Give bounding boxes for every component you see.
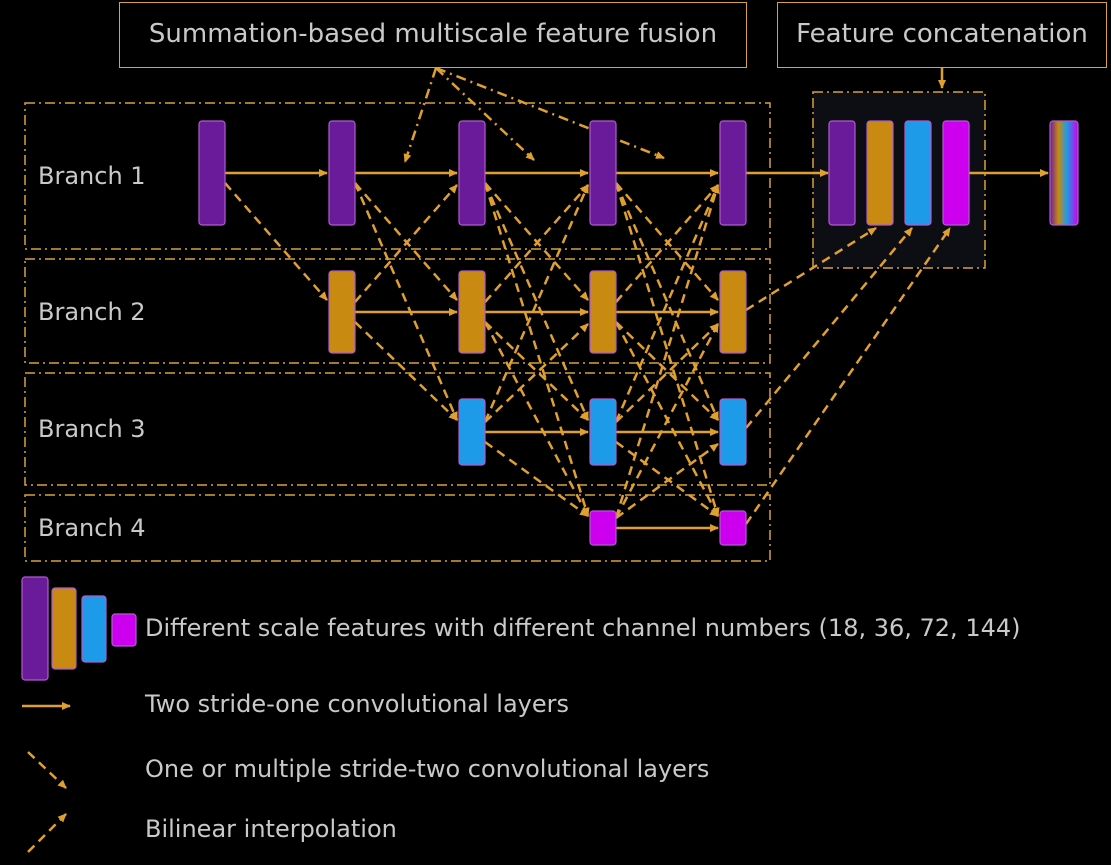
legend-stride-one-text: Two stride-one convolutional layers — [145, 690, 570, 718]
feature-node-branch-1 — [198, 120, 226, 226]
concat-feature-3 — [904, 120, 932, 226]
legend-feature-swatch-4 — [111, 613, 137, 647]
fusion-pointer-arrow — [435, 66, 665, 160]
bilinear-arrow — [614, 184, 720, 423]
feature-node-branch-2 — [328, 270, 356, 354]
stride-two-arrow — [615, 182, 719, 301]
legend-feature-swatch-3 — [81, 595, 107, 663]
fusion-title: Summation-based multiscale feature fusio… — [119, 2, 747, 68]
legend-features-text: Different scale features with different … — [145, 614, 1021, 642]
legend-feature-swatch-2 — [51, 587, 77, 670]
legend-bilinear-arrow — [27, 813, 67, 853]
feature-node-branch-4 — [719, 510, 747, 546]
feature-node-branch-2 — [589, 270, 617, 354]
branch-4-region — [24, 494, 771, 562]
bilinear-arrow — [483, 184, 590, 423]
stride-two-arrow — [483, 321, 590, 517]
bilinear-arrow — [615, 442, 719, 520]
stride-two-arrow — [353, 182, 459, 421]
legend-stride-two-text: One or multiple stride-two convolutional… — [145, 755, 710, 783]
feature-node-branch-1 — [328, 120, 356, 226]
bilinear-arrow — [614, 323, 720, 519]
stride-two-arrow — [483, 182, 590, 517]
stride-two-arrow — [224, 182, 328, 301]
branch-2-label: Branch 2 — [38, 298, 146, 326]
branch-3-region — [24, 372, 771, 486]
bilinear-arrow — [614, 184, 720, 519]
stride-two-arrow — [484, 321, 589, 421]
feature-node-branch-2 — [719, 270, 747, 354]
concat-feature-1 — [828, 120, 856, 226]
legend-feature-swatch-1 — [21, 576, 49, 681]
concat-title: Feature concatenation — [777, 2, 1107, 68]
stride-two-arrow — [615, 440, 719, 518]
branch-1-region — [24, 102, 771, 250]
bilinear-arrow — [484, 323, 589, 423]
bilinear-arrow — [615, 323, 719, 423]
stride-two-arrow — [484, 182, 589, 301]
branch-1-label: Branch 1 — [38, 162, 146, 190]
stride-two-arrow — [615, 321, 719, 421]
bilinear-arrow — [354, 184, 458, 303]
stride-two-arrow — [354, 182, 458, 301]
feature-node-branch-2 — [458, 270, 486, 354]
feature-node-branch-1 — [589, 120, 617, 226]
bilinear-arrow — [615, 184, 719, 303]
branch-3-label: Branch 3 — [38, 415, 146, 443]
feature-node-branch-4 — [589, 510, 617, 546]
stride-two-arrow — [614, 182, 720, 421]
stride-two-arrow — [614, 182, 720, 517]
branch-4-label: Branch 4 — [38, 514, 146, 542]
feature-node-branch-3 — [719, 398, 747, 466]
legend-bilinear-text: Bilinear interpolation — [145, 815, 397, 843]
fusion-pointer-arrow — [403, 67, 438, 163]
feature-node-branch-3 — [589, 398, 617, 466]
legend-stride-two-arrow — [27, 751, 67, 789]
concat-feature-4 — [942, 120, 970, 226]
feature-node-branch-1 — [719, 120, 747, 226]
stride-two-arrow — [483, 182, 590, 421]
concat-feature-2 — [866, 120, 894, 226]
feature-node-branch-1 — [458, 120, 486, 226]
stride-two-arrow — [354, 321, 458, 421]
fusion-pointer-arrow — [435, 67, 535, 161]
feature-node-branch-3 — [458, 398, 486, 466]
stride-two-arrow — [484, 440, 589, 518]
fused-output-feature — [1049, 120, 1079, 226]
bilinear-arrow — [744, 227, 952, 525]
bilinear-arrow — [745, 227, 913, 429]
bilinear-arrow — [484, 184, 589, 303]
branch-2-region — [24, 258, 771, 364]
bilinear-arrow — [745, 226, 877, 312]
